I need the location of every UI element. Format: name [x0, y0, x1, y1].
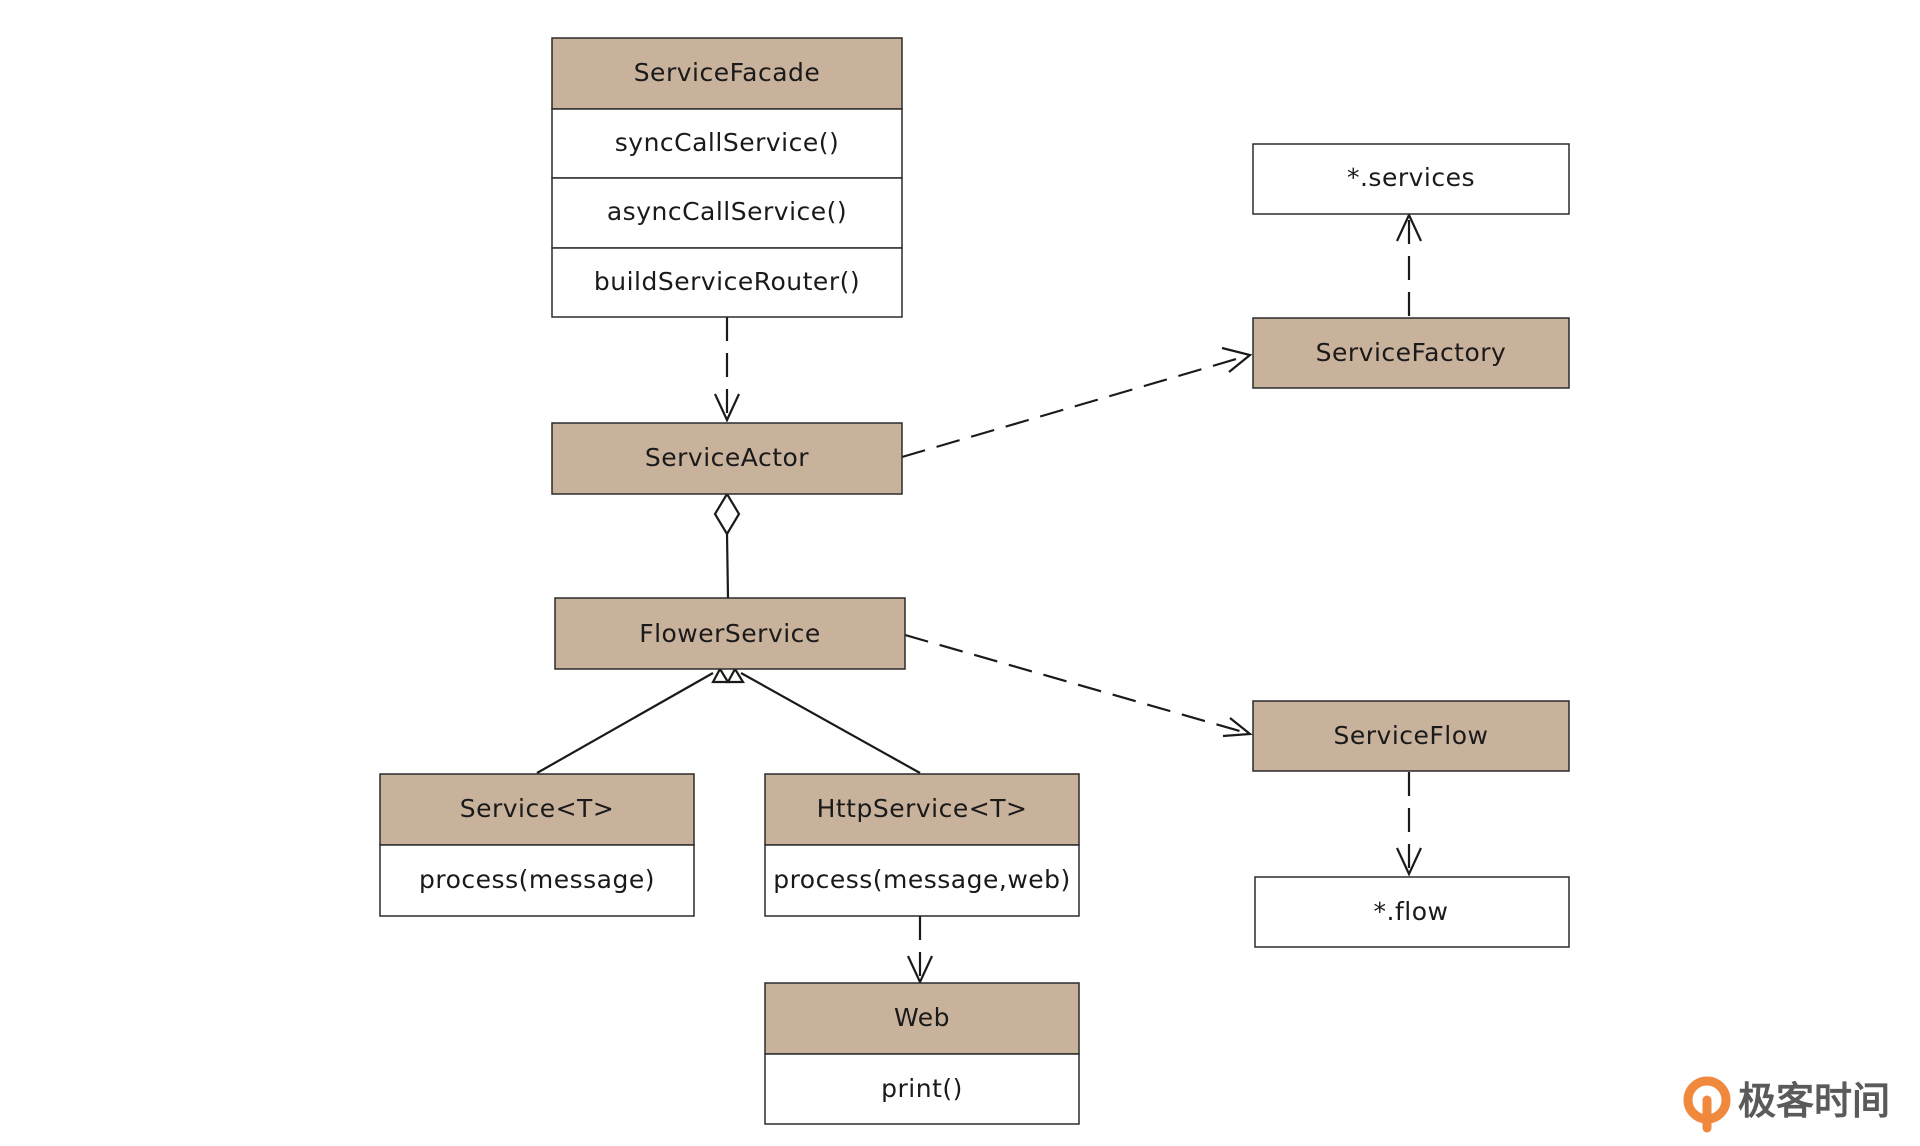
class-header [551, 37, 903, 110]
class-service-flow: ServiceFlow [1252, 700, 1570, 772]
class-name: HttpService<T> [817, 794, 1028, 823]
edge-service-extends-flowerservice [536, 666, 730, 774]
edge-actor-to-factory [901, 346, 1253, 459]
artifact-name: *.flow [1374, 897, 1449, 926]
edge-factory-to-services [1396, 212, 1422, 316]
artifact-flow-files: *.flow [1254, 876, 1570, 948]
method-label: print() [881, 1074, 963, 1103]
method-row [551, 177, 903, 249]
method-label: buildServiceRouter() [594, 267, 860, 296]
class-name: ServiceFacade [634, 58, 821, 87]
geektime-logo-icon [1683, 1076, 1731, 1133]
class-header [764, 982, 1080, 1055]
edge-httpservice-to-web [907, 916, 933, 985]
class-service-generic: Service<T> process(message) [379, 773, 695, 917]
method-label: process(message) [419, 865, 655, 894]
class-header [1252, 700, 1570, 772]
class-name: FlowerService [639, 619, 821, 648]
artifact-name: *.services [1347, 163, 1475, 192]
class-service-facade: ServiceFacade syncCallService() asyncCal… [551, 37, 903, 318]
class-flower-service: FlowerService [554, 597, 906, 670]
brand-watermark: 极客时间 [1683, 1076, 1890, 1133]
method-label: process(message,web) [773, 865, 1071, 894]
class-service-actor: ServiceActor [551, 422, 903, 495]
class-header [551, 422, 903, 495]
edge-flowerservice-to-serviceflow [904, 633, 1253, 738]
edge-actor-aggregates-flowerservice [713, 491, 741, 599]
edge-httpservice-extends-flowerservice [726, 666, 921, 774]
class-header [554, 597, 906, 670]
brand-text: 极客时间 [1738, 1079, 1890, 1123]
class-name: Service<T> [460, 794, 615, 823]
method-label: asyncCallService() [607, 197, 847, 226]
class-header [379, 773, 695, 846]
class-name: ServiceFlow [1334, 721, 1489, 750]
class-header [1252, 317, 1570, 389]
method-label: syncCallService() [615, 128, 839, 157]
artifact-box [1252, 143, 1570, 215]
method-row [551, 247, 903, 318]
method-row [764, 1053, 1080, 1125]
class-name: Web [894, 1003, 950, 1032]
edge-facade-to-actor [714, 317, 740, 423]
class-http-service-generic: HttpService<T> process(message,web) [764, 773, 1080, 917]
method-row [551, 108, 903, 179]
artifact-box [1254, 876, 1570, 948]
class-header [764, 773, 1080, 846]
class-name: ServiceFactory [1316, 338, 1507, 367]
artifact-services-files: *.services [1252, 143, 1570, 215]
class-service-factory: ServiceFactory [1252, 317, 1570, 389]
class-name: ServiceActor [645, 443, 809, 472]
edge-serviceflow-to-flow [1396, 772, 1422, 877]
method-row [764, 844, 1080, 917]
method-row [379, 844, 695, 917]
class-web: Web print() [764, 982, 1080, 1125]
